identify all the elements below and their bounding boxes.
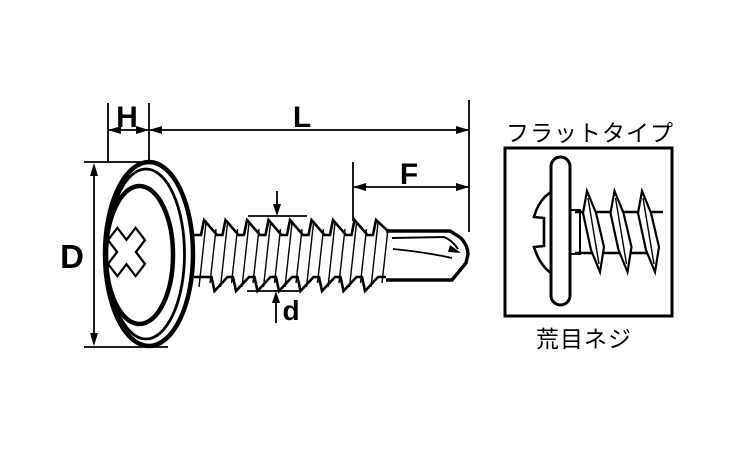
dimension-overall-length: L: [108, 100, 470, 232]
drill-point: [376, 229, 470, 282]
label-L: L: [293, 101, 311, 134]
flat-type-panel: フラットタイプ 荒目ネジ: [503, 121, 674, 353]
label-d: d: [282, 295, 299, 326]
dimension-drill-point: F: [352, 158, 469, 221]
label-F: F: [400, 158, 418, 191]
panel-title: フラットタイプ: [506, 121, 674, 147]
panel-caption: 荒目ネジ: [536, 327, 632, 353]
thread-section: [193, 217, 390, 294]
label-H: H: [116, 101, 138, 134]
panel-screw-drawing: [532, 155, 663, 307]
screw-head: [102, 159, 196, 349]
main-screw-drawing: H L F D: [60, 100, 470, 349]
label-D: D: [60, 238, 84, 275]
dimension-head-diameter: D: [60, 161, 168, 348]
dimension-thread-diameter: d: [247, 191, 307, 326]
phillips-cross-icon: [106, 225, 147, 279]
dimension-head-height: H: [107, 101, 150, 161]
